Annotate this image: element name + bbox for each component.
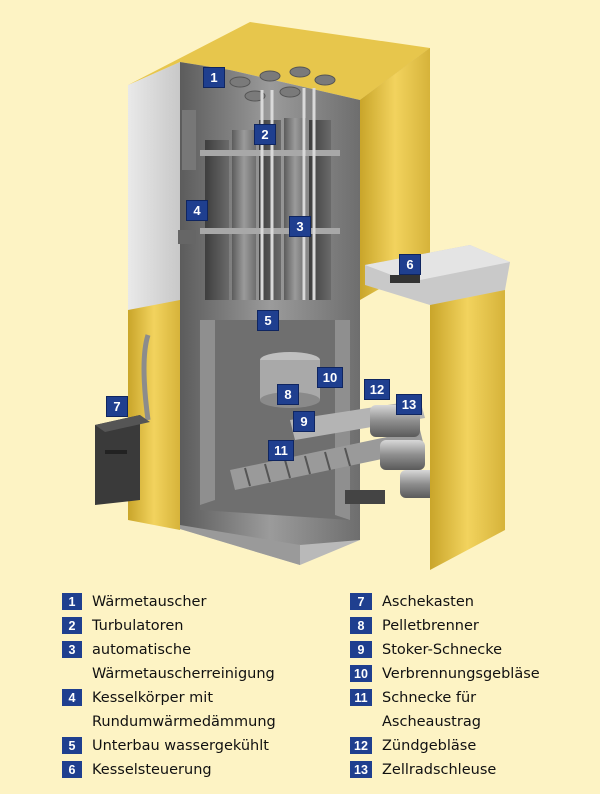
callout-badge-4: 4 bbox=[186, 200, 208, 221]
callout-badge-11: 11 bbox=[268, 440, 294, 461]
legend-label-line1: Schnecke für bbox=[382, 690, 477, 706]
top-lid bbox=[128, 22, 430, 100]
legend-item-11: 11 Schnecke für Ascheaustrag bbox=[350, 686, 481, 734]
legend-number: 10 bbox=[350, 665, 372, 682]
callout-badge-3: 3 bbox=[289, 216, 311, 237]
legend-number: 4 bbox=[62, 689, 82, 706]
legend-item-4: 4 Kesselkörper mit Rundumwärmedämmung bbox=[62, 686, 276, 734]
legend-number: 13 bbox=[350, 761, 372, 778]
legend-item-13: 13 Zellradschleuse bbox=[350, 758, 496, 782]
legend-item-3: 3 automatische Wärmetauscherreinigung bbox=[62, 638, 275, 686]
back-wall bbox=[360, 48, 430, 300]
legend-label: Stoker-Schnecke bbox=[382, 642, 503, 658]
legend-number: 2 bbox=[62, 617, 82, 634]
flue-caps bbox=[229, 66, 336, 102]
legend-item-10: 10 Verbrennungsgebläse bbox=[350, 662, 540, 686]
legend-label: Unterbau wassergekühlt bbox=[92, 738, 269, 754]
legend-number: 8 bbox=[350, 617, 372, 634]
legend-item-9: 9 Stoker-Schnecke bbox=[350, 638, 502, 662]
legend-label: automatische Wärmetauscherreinigung bbox=[92, 638, 275, 686]
callout-badge-10: 10 bbox=[317, 367, 343, 388]
legend-label: Schnecke für Ascheaustrag bbox=[382, 686, 481, 734]
legend-number: 5 bbox=[62, 737, 82, 754]
legend-item-1: 1 Wärmetauscher bbox=[62, 590, 206, 614]
legend-item-8: 8 Pelletbrenner bbox=[350, 614, 479, 638]
legend-label: Verbrennungsgebläse bbox=[382, 666, 540, 682]
left-casing-lower bbox=[128, 300, 180, 530]
legend-item-2: 2 Turbulatoren bbox=[62, 614, 183, 638]
legend-number: 6 bbox=[62, 761, 82, 778]
pellet-burner bbox=[260, 352, 320, 408]
legend-number: 3 bbox=[62, 641, 82, 658]
callout-badge-12: 12 bbox=[364, 379, 390, 400]
callout-badge-2: 2 bbox=[254, 124, 276, 145]
callout-badge-8: 8 bbox=[277, 384, 299, 405]
legend-number: 1 bbox=[62, 593, 82, 610]
boiler-cutaway-illustration bbox=[95, 22, 510, 570]
callout-badge-6: 6 bbox=[399, 254, 421, 275]
legend-label: Zündgebläse bbox=[382, 738, 477, 754]
legend-label: Kesselkörper mit Rundumwärmedämmung bbox=[92, 686, 276, 734]
callout-badge-13: 13 bbox=[396, 394, 422, 415]
legend-label: Wärmetauscher bbox=[92, 594, 207, 610]
legend-label-line2: Ascheaustrag bbox=[382, 714, 481, 730]
legend-number: 11 bbox=[350, 689, 372, 706]
legend-label: Pelletbrenner bbox=[382, 618, 479, 634]
legend-number: 12 bbox=[350, 737, 372, 754]
legend-label: Kesselsteuerung bbox=[92, 762, 212, 778]
callout-badge-9: 9 bbox=[293, 411, 315, 432]
ash-box bbox=[95, 415, 150, 505]
heat-exchanger-tubes bbox=[200, 118, 340, 300]
legend-number: 9 bbox=[350, 641, 372, 658]
legend-number: 7 bbox=[350, 593, 372, 610]
sensor-pipe bbox=[182, 110, 196, 170]
right-casing-panel bbox=[430, 275, 505, 570]
legend-label: Turbulatoren bbox=[92, 618, 184, 634]
legend-label: Zellradschleuse bbox=[382, 762, 497, 778]
legend-item-12: 12 Zündgebläse bbox=[350, 734, 476, 758]
legend-label-line2: Wärmetauscherreinigung bbox=[92, 666, 275, 682]
legend-label-line2: Rundumwärmedämmung bbox=[92, 714, 276, 730]
legend-label: Aschekasten bbox=[382, 594, 474, 610]
callout-badge-7: 7 bbox=[106, 396, 128, 417]
legend-item-7: 7 Aschekasten bbox=[350, 590, 474, 614]
legend-label-line1: automatische bbox=[92, 642, 191, 658]
legend-label-line1: Kesselkörper mit bbox=[92, 690, 214, 706]
left-casing-upper bbox=[128, 62, 180, 320]
legend-item-5: 5 Unterbau wassergekühlt bbox=[62, 734, 269, 758]
callout-badge-1: 1 bbox=[203, 67, 225, 88]
legend-item-6: 6 Kesselsteuerung bbox=[62, 758, 212, 782]
callout-badge-5: 5 bbox=[257, 310, 279, 331]
